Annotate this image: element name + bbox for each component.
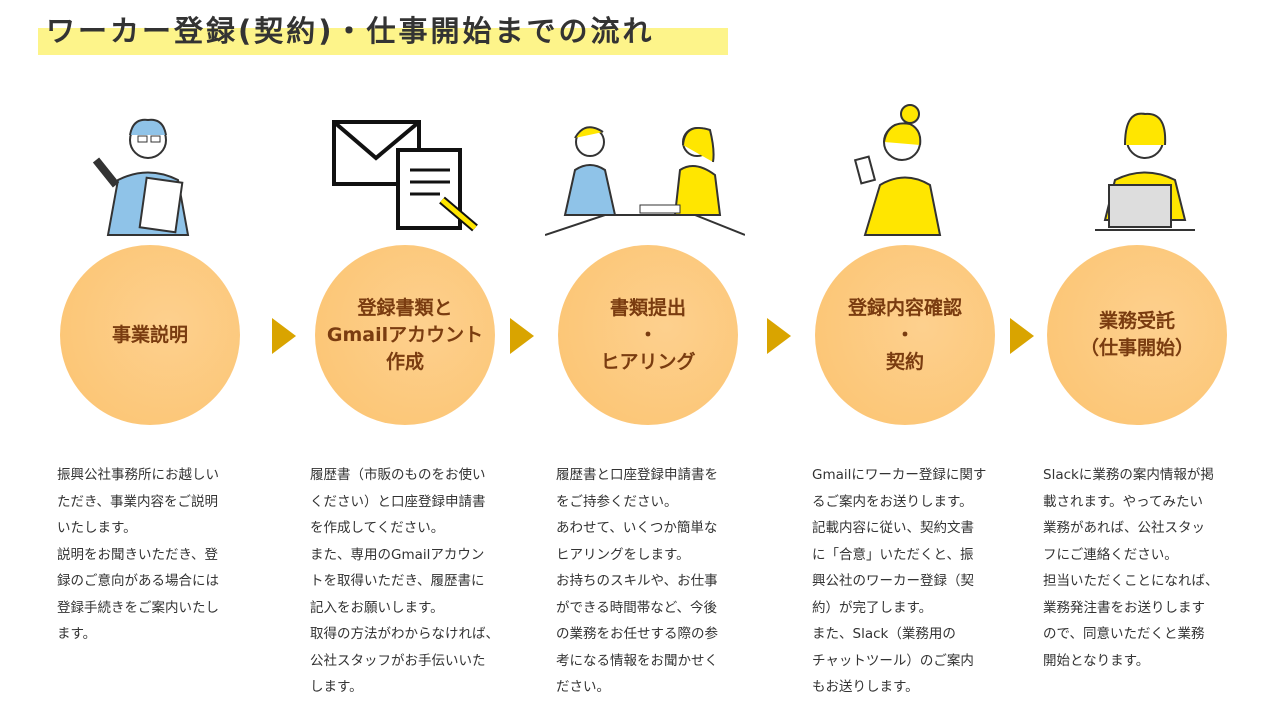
- description-line: に「合意」いただくと、振: [812, 546, 974, 563]
- description-line: 約）が完了します。: [812, 599, 933, 616]
- description-line: 履歴書（市販のものをお使い: [310, 467, 486, 483]
- description-line: 開始となります。: [1043, 652, 1150, 669]
- presenter-illustration-icon: [92, 118, 190, 236]
- description-line: 振興公社事務所にお越しい: [57, 467, 219, 483]
- description-line: ます。: [57, 626, 97, 642]
- description-line: ださい。: [556, 679, 610, 695]
- description-line: ヒアリングをします。: [556, 546, 690, 563]
- description-line: また、Slack（業務用の: [812, 626, 956, 642]
- description-line: 録のご意向がある場合には: [57, 573, 219, 589]
- description-line: 載されます。やってみたい: [1043, 493, 1203, 510]
- step-label: （仕事開始）: [1079, 337, 1194, 359]
- description-line: フにご連絡ください。: [1043, 546, 1178, 563]
- description-line: 取得の方法がわからなければ、: [310, 626, 499, 642]
- laptop-user-illustration-icon: [1095, 112, 1195, 231]
- description-line: また、専用のGmailアカウン: [310, 546, 485, 563]
- description-line: 担当いただくことになれば、: [1043, 573, 1219, 589]
- description-line: 記入をお願いします。: [310, 599, 444, 616]
- step-circle-4: 登録内容確認・契約: [815, 245, 995, 425]
- step-label: 登録内容確認: [847, 296, 962, 319]
- step-label: ・: [638, 323, 658, 346]
- step-description-2: 履歴書（市販のものをお使いください）と口座登録申請書を作成してください。また、専…: [310, 462, 499, 701]
- description-line: 業務があれば、公社スタッ: [1043, 520, 1205, 536]
- description-line: ので、同意いただくと業務: [1043, 626, 1205, 642]
- description-line: 記載内容に従い、契約文書: [812, 520, 974, 536]
- description-line: いたします。: [57, 520, 137, 536]
- description-line: Slackに業務の案内情報が掲: [1043, 467, 1214, 483]
- arrow-icon: [272, 318, 296, 354]
- step-description-5: Slackに業務の案内情報が掲載されます。やってみたい業務があれば、公社スタッフ…: [1043, 462, 1228, 674]
- description-line: 履歴書と口座登録申請書を: [556, 467, 718, 483]
- description-line: Gmailにワーカー登録に関す: [812, 467, 987, 483]
- description-line: します。: [310, 679, 363, 695]
- description-line: ただき、事業内容をご説明: [57, 493, 219, 510]
- step-description-1: 振興公社事務所にお越しいただき、事業内容をご説明いたします。説明をお聞きいただき…: [57, 462, 242, 648]
- step-label: 契約: [885, 350, 924, 373]
- step-circle-3: 書類提出・ヒアリング: [558, 245, 738, 425]
- page-title: ワーカー登録(契約)・仕事開始までの流れ: [46, 14, 655, 48]
- description-line: 公社スタッフがお手伝いいた: [310, 652, 486, 669]
- description-line: お持ちのスキルや、お仕事: [556, 573, 718, 589]
- interview-illustration-icon: [545, 126, 745, 236]
- description-line: るご案内をお送りします。: [812, 493, 973, 510]
- step-description-3: 履歴書と口座登録申請書ををご持参ください。あわせて、いくつか簡単なヒアリングをし…: [556, 462, 741, 701]
- description-line: 業務発注書をお送りします: [1043, 599, 1205, 616]
- description-line: ください）と口座登録申請書: [310, 493, 486, 510]
- description-line: 考になる情報をお聞かせく: [556, 652, 718, 669]
- step-label: 書類提出: [609, 296, 686, 319]
- description-line: チャットツール）のご案内: [812, 652, 974, 669]
- description-line: もお送りします。: [812, 679, 919, 695]
- description-line: 登録手続きをご案内いたし: [57, 599, 219, 616]
- step-label: 作成: [385, 350, 424, 373]
- description-line: ができる時間帯など、今後: [556, 599, 718, 616]
- step-label: ヒアリング: [600, 350, 696, 373]
- description-line: トを取得いただき、履歴書に: [310, 573, 485, 589]
- description-line: の業務をお任せする際の参: [556, 626, 718, 642]
- step-circle-2: 登録書類と Gmailアカウント作成: [315, 245, 495, 425]
- title-block: ワーカー登録(契約)・仕事開始までの流れ: [38, 8, 728, 55]
- step-description-4: Gmailにワーカー登録に関するご案内をお送りします。記載内容に従い、契約文書に…: [812, 462, 997, 701]
- step-label: ・: [895, 323, 915, 346]
- step-circle-1: 事業説明: [60, 245, 240, 425]
- description-line: をご持参ください。: [556, 493, 678, 510]
- step-label: 業務受託: [1098, 310, 1175, 332]
- arrow-icon: [1010, 318, 1034, 354]
- arrow-icon: [510, 318, 534, 354]
- smartphone-user-illustration-icon: [853, 104, 942, 236]
- title-highlight: [38, 28, 728, 55]
- step-circle-5: 業務受託 （仕事開始）: [1047, 245, 1227, 425]
- description-line: を作成してください。: [310, 520, 445, 536]
- mail-document-illustration-icon: [332, 120, 478, 232]
- step-label: 登録書類と: [357, 296, 453, 319]
- description-line: 興公社のワーカー登録（契: [812, 573, 974, 589]
- step-label: Gmailアカウント: [326, 323, 484, 346]
- step-label: 事業説明: [111, 323, 188, 346]
- description-line: 説明をお聞きいただき、登: [57, 546, 219, 563]
- arrow-icon: [767, 318, 791, 354]
- description-line: あわせて、いくつか簡単な: [556, 520, 718, 536]
